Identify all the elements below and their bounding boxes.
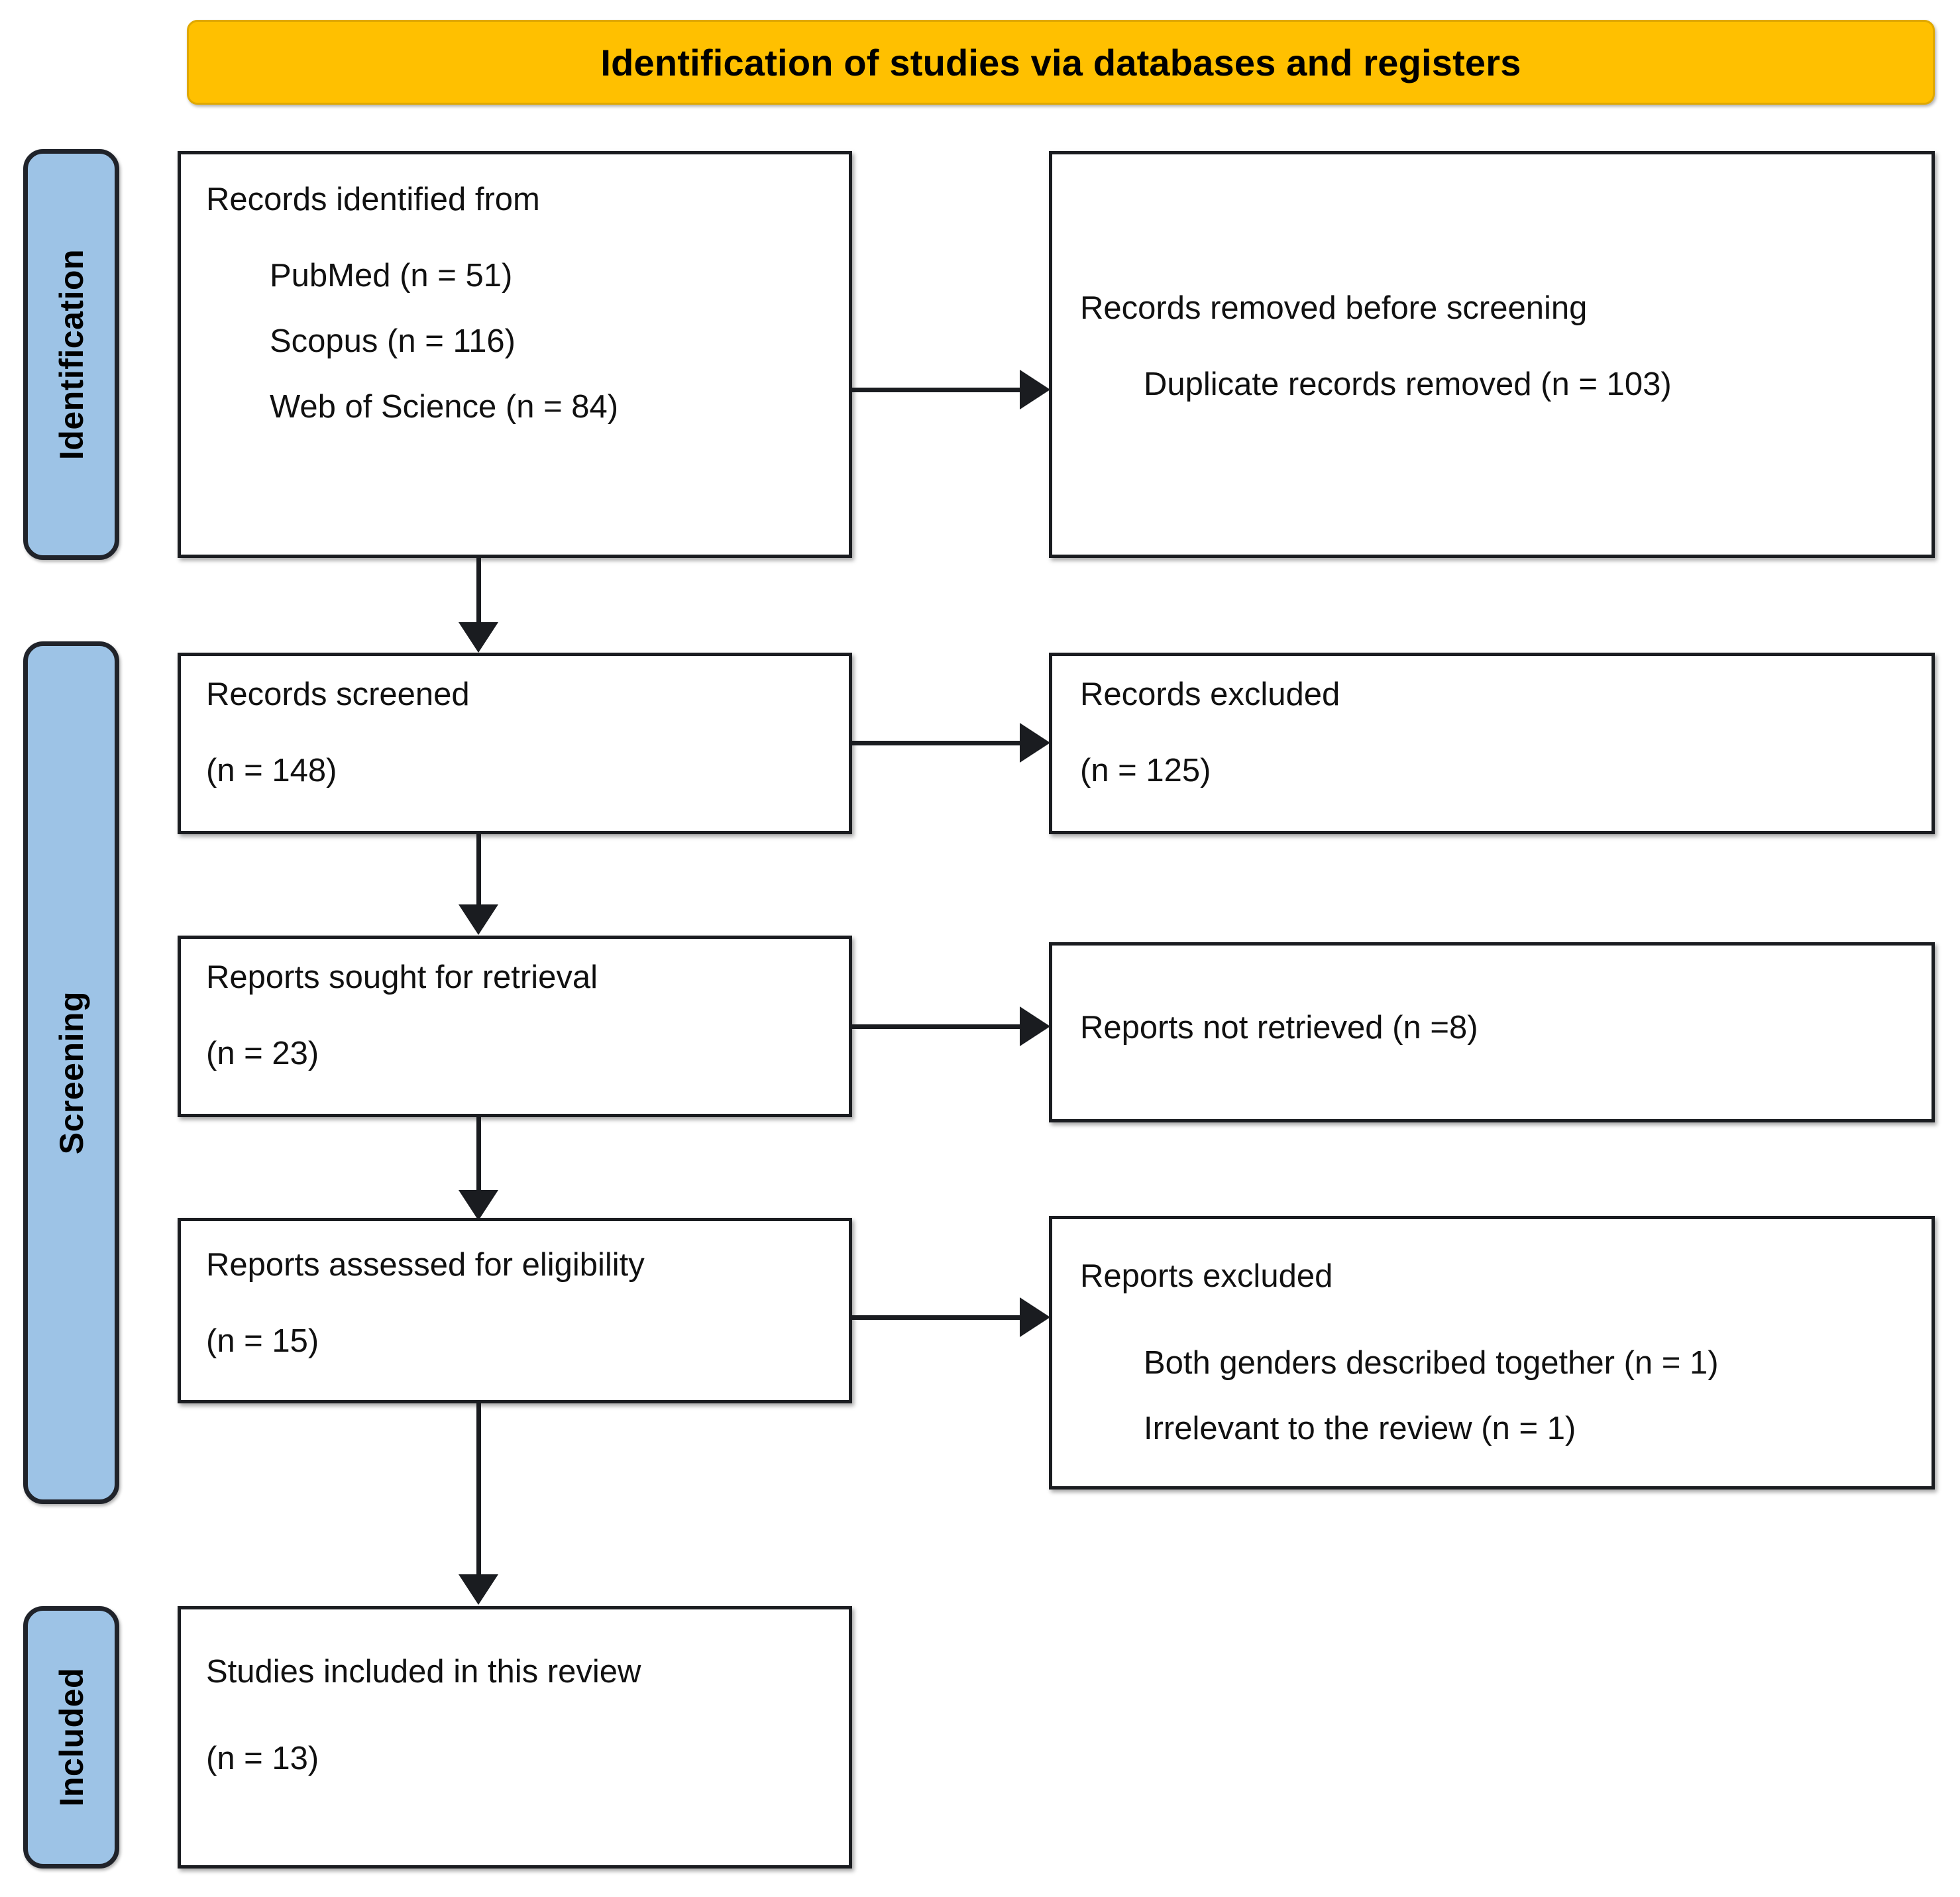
node-records-identified-title: Records identified from [206,182,540,217]
connector-sought-to-assessed-arrow [459,1190,498,1220]
connector-screened-to-sought-arrow [459,904,498,935]
node-records-excluded: Records excluded (n = 125) [1049,653,1935,834]
node-records-screened-title: Records screened [206,677,470,712]
connector-assessed-to-reports-excluded-arrow [1020,1297,1050,1337]
connector-screened-to-sought-line [476,834,481,907]
connector-screened-to-excluded-line [852,741,1020,745]
connector-sought-to-not-retrieved-line [852,1024,1020,1029]
connector-assessed-to-reports-excluded-line [852,1315,1020,1320]
node-reports-not-retrieved-title: Reports not retrieved (n =8) [1080,1010,1478,1046]
node-studies-included-count: (n = 13) [206,1740,319,1776]
node-records-removed-title-italic: before screening [1345,290,1588,326]
node-reports-excluded-reason-irrelevant: Irrelevant to the review (n = 1) [1144,1410,1576,1446]
stage-tab-included-label: Included [52,1668,90,1807]
stage-tab-screening: Screening [23,641,119,1504]
node-reports-sought: Reports sought for retrieval (n = 23) [178,936,852,1117]
node-reports-assessed-title: Reports assessed for eligibility [206,1247,645,1283]
stage-tab-identification-label: Identification [52,248,90,461]
connector-identified-to-screened-arrow [459,622,498,653]
connector-sought-to-assessed-line [476,1117,481,1194]
node-records-excluded-count: (n = 125) [1080,752,1211,788]
node-reports-sought-count: (n = 23) [206,1035,319,1071]
stage-tab-screening-label: Screening [52,991,90,1155]
connector-screened-to-excluded-arrow [1020,723,1050,763]
node-studies-included-title: Studies included in this review [206,1654,641,1690]
node-studies-included: Studies included in this review (n = 13) [178,1606,852,1869]
node-reports-assessed: Reports assessed for eligibility (n = 15… [178,1218,852,1403]
stage-tab-identification: Identification [23,149,119,560]
connector-identified-to-removed-line [852,388,1020,392]
node-reports-excluded-title: Reports excluded [1080,1258,1333,1294]
node-records-excluded-title: Records excluded [1080,677,1340,712]
node-records-identified-source-scopus: Scopus (n = 116) [270,323,516,359]
node-reports-not-retrieved: Reports not retrieved (n =8) [1049,942,1935,1122]
connector-assessed-to-included-arrow [459,1574,498,1605]
node-reports-excluded-reason-genders: Both genders described together (n = 1) [1144,1344,1719,1381]
node-records-identified-source-wos: Web of Science (n = 84) [270,388,619,425]
node-reports-sought-title: Reports sought for retrieval [206,959,598,995]
stage-tab-included: Included [23,1606,119,1869]
diagram-header-banner: Identification of studies via databases … [187,20,1935,105]
node-reports-assessed-count: (n = 15) [206,1323,319,1359]
node-records-identified-source-pubmed: PubMed (n = 51) [270,257,513,294]
node-records-removed-title: Records removed before screening [1080,291,1932,326]
connector-identified-to-screened-line [476,558,481,626]
connector-identified-to-removed-arrow [1020,370,1050,409]
node-records-screened-count: (n = 148) [206,752,337,788]
connector-sought-to-not-retrieved-arrow [1020,1006,1050,1046]
node-reports-excluded: Reports excluded Both genders described … [1049,1216,1935,1490]
node-records-screened: Records screened (n = 148) [178,653,852,834]
connector-assessed-to-included-line [476,1403,481,1577]
node-records-removed-duplicates: Duplicate records removed (n = 103) [1144,366,1672,402]
node-records-identified: Records identified from PubMed (n = 51) … [178,151,852,558]
page-title: Identification of studies via databases … [600,41,1521,83]
node-records-removed-title-plain: Records removed [1080,290,1346,326]
node-records-removed: Records removed before screening Duplica… [1049,151,1935,558]
